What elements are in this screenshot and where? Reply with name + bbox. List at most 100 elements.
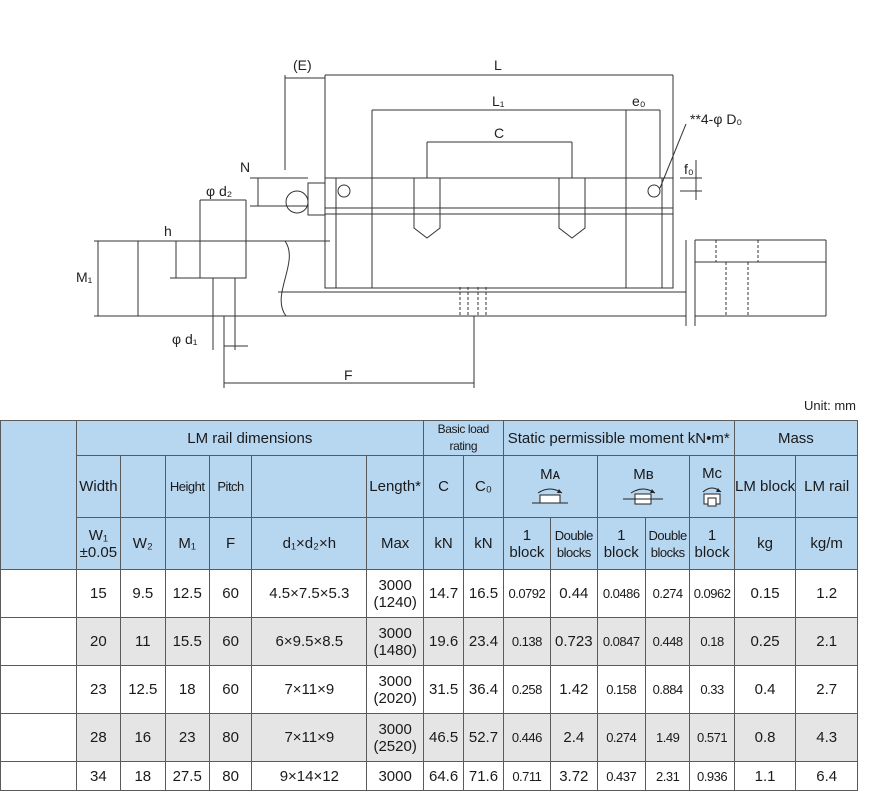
cell-ma2: 1.42 xyxy=(550,665,598,714)
cell-len: 3000 xyxy=(366,761,424,791)
cell-f: 60 xyxy=(208,569,253,618)
cell-c0: 16.5 xyxy=(463,569,504,618)
cell-mb1: 0.0847 xyxy=(596,617,646,666)
cell-len-max: 3000 xyxy=(378,720,412,738)
cell-w1: 15 xyxy=(75,569,122,618)
cell-mb1: 0.158 xyxy=(596,665,646,714)
cell-mc1: 0.936 xyxy=(689,761,735,791)
cell-rail: 6.4 xyxy=(795,761,858,791)
cell-blk: 0.4 xyxy=(733,665,797,714)
cell-c: 19.6 xyxy=(422,617,465,666)
cell-len: 3000(2520) xyxy=(366,713,424,762)
dim-label-m1: M₁ xyxy=(76,269,93,285)
dim-label-f0: f₀ xyxy=(684,161,694,177)
cell-w2: 16 xyxy=(120,713,166,762)
sub-mc-1: 1 block xyxy=(689,517,735,570)
dim-label-l1: L₁ xyxy=(492,93,505,109)
cell-len: 3000(1480) xyxy=(366,617,424,666)
cell-w2: 9.5 xyxy=(120,569,166,618)
cell-mb2: 2.31 xyxy=(644,761,691,791)
dim-label-f: F xyxy=(344,367,353,383)
cell-w1: 34 xyxy=(75,761,122,791)
head-c: C xyxy=(422,455,465,518)
cell-ma1: 0.0792 xyxy=(502,569,552,618)
group-mass: Mass xyxy=(733,420,859,456)
sub-w1: W₁±0.05 xyxy=(75,517,122,570)
cell-rail: 2.7 xyxy=(795,665,858,714)
cell-ma2: 0.723 xyxy=(550,617,598,666)
cell-m1: 27.5 xyxy=(164,761,210,791)
cell-w1: 28 xyxy=(75,713,122,762)
lm-rail-spec-table: LM rail dimensions Basic load rating Sta… xyxy=(0,420,859,791)
header-blank xyxy=(0,420,77,570)
head-w2-blank xyxy=(120,455,166,518)
sub-m1: M₁ xyxy=(164,517,210,570)
group-rail-dimensions: LM rail dimensions xyxy=(75,420,424,456)
dim-label-n: N xyxy=(240,159,250,175)
dim-label-h: h xyxy=(164,223,172,239)
head-mc: Mᴄ xyxy=(689,455,735,518)
cell-len-std: (1240) xyxy=(373,593,417,611)
cell-mb2: 0.448 xyxy=(644,617,691,666)
cell-c: 64.6 xyxy=(422,761,465,791)
cell-len-std: (1480) xyxy=(373,641,417,659)
mb-label: Mʙ xyxy=(633,466,654,483)
head-ma: Mᴀ xyxy=(502,455,598,518)
cell-rail: 4.3 xyxy=(795,713,858,762)
cell-f: 60 xyxy=(208,665,253,714)
cell-mb2: 0.884 xyxy=(644,665,691,714)
moment-mc-icon xyxy=(702,487,722,507)
cell-len-std: (2520) xyxy=(373,737,417,755)
head-lm-rail: LM rail xyxy=(795,455,858,518)
sub-w1-tol: ±0.05 xyxy=(79,543,118,561)
moment-mb-icon xyxy=(623,488,664,505)
cell-f: 80 xyxy=(208,761,253,791)
cell-mb1: 0.437 xyxy=(596,761,646,791)
group-load-rating: Basic load rating xyxy=(422,420,504,456)
dim-label-d1: φ d₁ xyxy=(172,331,198,347)
cell-dims: 9×14×12 xyxy=(251,761,368,791)
cell-f: 60 xyxy=(208,617,253,666)
cell-len: 3000(1240) xyxy=(366,569,424,618)
cell-len-std: (2020) xyxy=(373,689,417,707)
cell-blk: 0.8 xyxy=(733,713,797,762)
head-pitch: Pitch xyxy=(208,455,253,518)
cell-mc1: 0.18 xyxy=(689,617,735,666)
head-mb: Mʙ xyxy=(596,455,691,518)
cell-m1: 23 xyxy=(164,713,210,762)
cell-dims: 6×9.5×8.5 xyxy=(251,617,368,666)
cell-ma1: 0.711 xyxy=(502,761,552,791)
sub-mb-2: Double blocks xyxy=(644,517,691,570)
sub-mb-1: 1 block xyxy=(596,517,646,570)
sub-dims: d₁×d₂×h xyxy=(251,517,368,570)
cell-len-max: 3000 xyxy=(378,767,412,785)
head-dims-blank xyxy=(251,455,368,518)
sub-w2: W₂ xyxy=(120,517,166,570)
cell-rail: 1.2 xyxy=(795,569,858,618)
row-lead-blank xyxy=(0,665,77,714)
dim-label-l: L xyxy=(494,57,502,73)
sub-ma-2: Double blocks xyxy=(550,517,598,570)
cell-w1: 23 xyxy=(75,665,122,714)
cell-c0: 52.7 xyxy=(463,713,504,762)
unit-label: Unit: mm xyxy=(804,398,856,413)
dim-label-e: (E) xyxy=(293,57,312,73)
cell-ma1: 0.138 xyxy=(502,617,552,666)
cell-len-max: 3000 xyxy=(378,576,412,594)
ma-label: Mᴀ xyxy=(540,466,561,483)
moment-ma-icon xyxy=(532,488,569,504)
cell-mb1: 0.274 xyxy=(596,713,646,762)
row-lead-blank xyxy=(0,713,77,762)
cell-mb2: 0.274 xyxy=(644,569,691,618)
sub-kgm: kg/m xyxy=(795,517,858,570)
row-lead-blank xyxy=(0,761,77,791)
row-lead-blank xyxy=(0,569,77,618)
cell-rail: 2.1 xyxy=(795,617,858,666)
cell-w1: 20 xyxy=(75,617,122,666)
cell-c0: 23.4 xyxy=(463,617,504,666)
cell-w2: 18 xyxy=(120,761,166,791)
cell-blk: 0.25 xyxy=(733,617,797,666)
cell-c0: 36.4 xyxy=(463,665,504,714)
